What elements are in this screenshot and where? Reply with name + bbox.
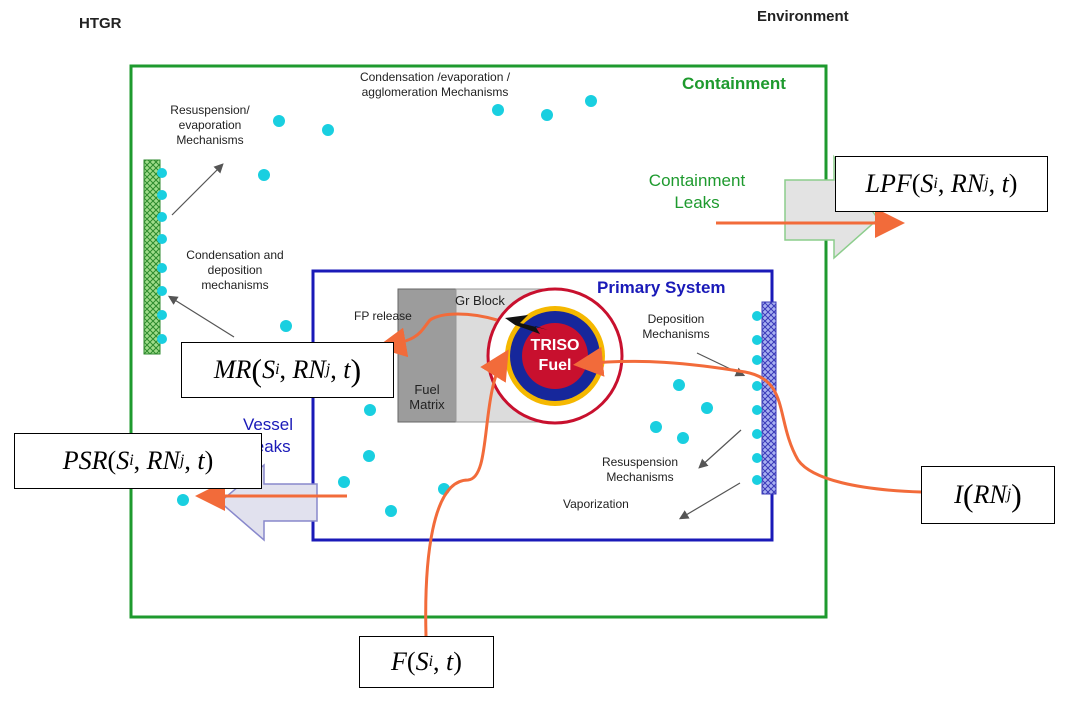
deposition-line2: Mechanisms — [642, 327, 710, 341]
mr-t: t — [343, 355, 351, 384]
resuspension-left-line1: Resuspension/ — [170, 103, 250, 117]
mr-s-sub: i — [275, 361, 280, 378]
condensation-top-line1: Condensation /evaporation / — [359, 70, 511, 84]
floating-particles — [168, 95, 713, 517]
fuel-matrix-label: Fuel Matrix — [398, 382, 456, 412]
triso-fuel-label: TRISO Fuel — [522, 336, 588, 376]
lpf-fn: LPF — [865, 169, 912, 198]
i-fn: I — [954, 480, 963, 509]
mr-fn: MR — [213, 355, 252, 384]
psr-s: S — [116, 446, 130, 475]
htgr-label: HTGR — [79, 15, 122, 32]
environment-label: Environment — [757, 8, 849, 25]
lpf-s: S — [920, 169, 934, 198]
containment-leak-arrow — [784, 154, 880, 260]
lpf-s-sub: i — [933, 175, 938, 192]
triso-line2: Fuel — [538, 357, 572, 374]
primary-system-title: Primary System — [597, 278, 726, 297]
right-deposition-wall — [761, 301, 777, 495]
deposition-label: Deposition Mechanisms — [626, 312, 726, 342]
left-wall-particles — [157, 168, 167, 344]
psr-s-sub: i — [129, 452, 134, 469]
resuspension-right-label: Resuspension Mechanisms — [588, 455, 692, 485]
containment-leaks-line2: Leaks — [674, 193, 720, 212]
lightning-icon — [505, 315, 548, 334]
resuspension-left-label: Resuspension/ evaporation Mechanisms — [160, 103, 260, 148]
condensation-dep-line3: mechanisms — [201, 278, 269, 292]
condensation-deposition-label: Condensation and deposition mechanisms — [170, 248, 300, 293]
flow-lines — [195, 208, 922, 637]
psr-rn-sub: j — [179, 452, 185, 469]
containment-leaks-label: Containment Leaks — [632, 170, 762, 214]
psr-t: t — [197, 446, 205, 475]
f-fn: F — [391, 647, 407, 676]
condensation-top-label: Condensation /evaporation / agglomeratio… — [320, 70, 550, 100]
i-rn-sub: j — [1006, 486, 1012, 503]
psr-rn: RN — [146, 446, 180, 475]
condensation-dep-line2: deposition — [207, 263, 263, 277]
lpf-t: t — [1001, 169, 1009, 198]
containment-title: Containment — [682, 74, 786, 93]
lpf-rn: RN — [950, 169, 985, 198]
f-s-sub: i — [428, 653, 434, 670]
resuspension-right-line2: Mechanisms — [606, 470, 674, 484]
mr-rn-sub: j — [325, 361, 331, 378]
left-deposition-wall — [143, 159, 161, 355]
fp-release-label: FP release — [354, 309, 412, 323]
right-wall-particles — [752, 311, 762, 485]
fuel-matrix-line1: Fuel — [414, 382, 440, 397]
deposition-line1: Deposition — [647, 312, 705, 326]
resuspension-left-line2: evaporation — [178, 118, 242, 132]
mr-s: S — [262, 355, 276, 384]
condensation-top-line2: agglomeration Mechanisms — [361, 85, 509, 99]
triso-core — [522, 323, 588, 389]
f-s: S — [415, 647, 429, 676]
fuel-matrix-line2: Matrix — [409, 397, 445, 412]
condensation-dep-line1: Condensation and — [186, 248, 284, 262]
lpf-rn-sub: j — [984, 175, 989, 192]
resuspension-right-line1: Resuspension — [601, 455, 679, 469]
i-rn: RN — [973, 480, 1007, 509]
f-t: t — [446, 647, 454, 676]
vessel-leaks-line1: Vessel — [242, 415, 294, 434]
containment-box — [129, 64, 828, 619]
containment-leaks-line1: Containment — [648, 171, 746, 190]
vaporization-label: Vaporization — [563, 497, 629, 511]
gr-block-label: Gr Block — [455, 293, 505, 308]
mr-rn: RN — [292, 355, 326, 384]
resuspension-left-line3: Mechanisms — [176, 133, 244, 147]
psr-fn: PSR — [62, 446, 108, 475]
triso-line1: TRISO — [530, 337, 580, 354]
